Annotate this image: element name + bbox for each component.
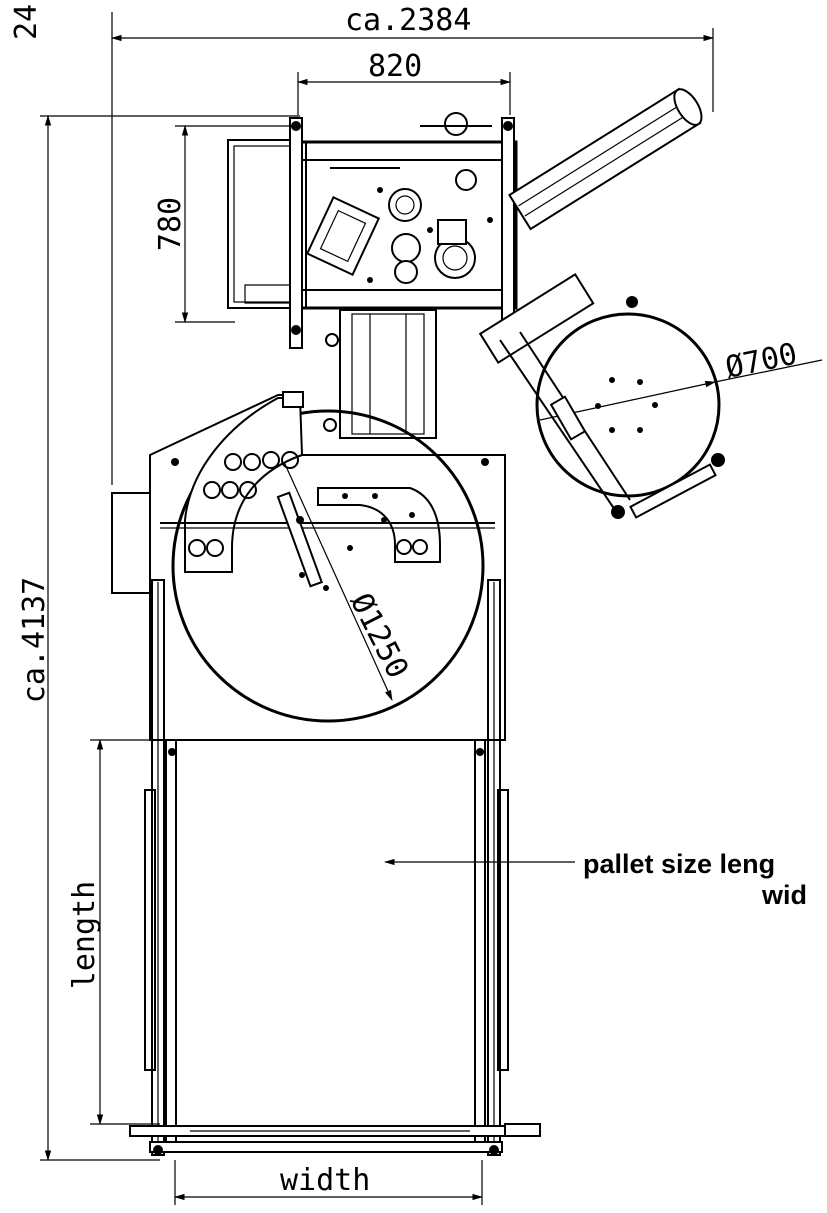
frame-depth-label: 780 [153,197,188,251]
diagonal-arm [508,87,703,231]
turntable [111,391,506,741]
overall-width-label: ca.2384 [345,3,471,38]
pallet-length-label: length [67,881,102,989]
pallet-size-note-line1: pallet size leng [583,849,775,879]
disk-diameter-label: Ø700 [722,337,800,386]
pallet-frame [129,579,541,1156]
turntable-diameter-label: Ø1250 [343,588,415,684]
dimension-lines [40,12,823,1205]
side-disk [478,273,725,519]
overall-length-label: ca.4137 [17,577,52,703]
pallet-size-note-line2: wid [761,880,807,910]
frame-width-label: 820 [368,49,422,84]
column [323,309,437,439]
pallet-width-label: width [280,1163,370,1198]
control-frame [227,112,518,349]
corner-dimension-label: 24 [9,4,44,40]
